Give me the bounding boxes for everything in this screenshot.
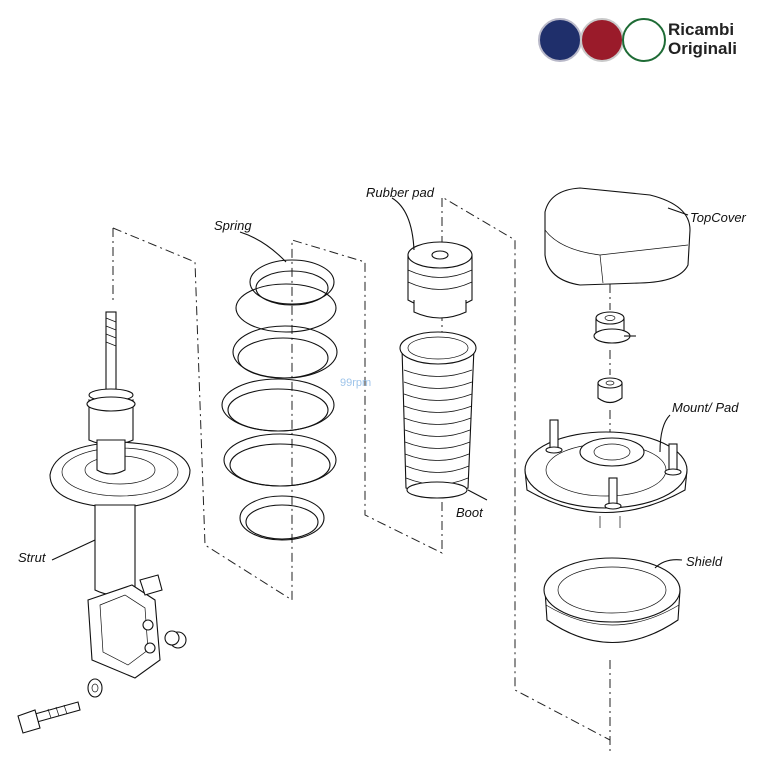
label-mount-pad: Mount/ Pad <box>672 400 739 415</box>
label-spring: Spring <box>214 218 252 233</box>
lancia-logo <box>538 18 582 62</box>
label-rubber-pad: Rubber pad <box>366 185 435 200</box>
spring <box>221 259 338 541</box>
leader-lines <box>51 197 689 569</box>
brand-line-2: Originali <box>668 39 737 58</box>
brand-header: Ricambi Originali <box>538 18 768 62</box>
nut-upper <box>593 311 631 344</box>
mount-pad <box>524 419 688 528</box>
label-top-cover: TopCover <box>690 210 747 225</box>
boot <box>399 331 477 499</box>
nut-lower <box>597 377 623 404</box>
label-boot: Boot <box>456 505 484 520</box>
watermark: 99rpm <box>340 377 371 389</box>
strut <box>17 311 191 734</box>
shield <box>543 557 681 643</box>
label-strut: Strut <box>18 550 47 565</box>
brand-line-1: Ricambi <box>668 20 735 39</box>
brand-text: Ricambi Originali <box>668 20 737 58</box>
rubber-pad <box>407 241 473 319</box>
label-shield: Shield <box>686 554 723 569</box>
top-cover <box>544 187 691 286</box>
alfa-romeo-logo <box>622 18 666 62</box>
fiat-logo <box>580 18 624 62</box>
